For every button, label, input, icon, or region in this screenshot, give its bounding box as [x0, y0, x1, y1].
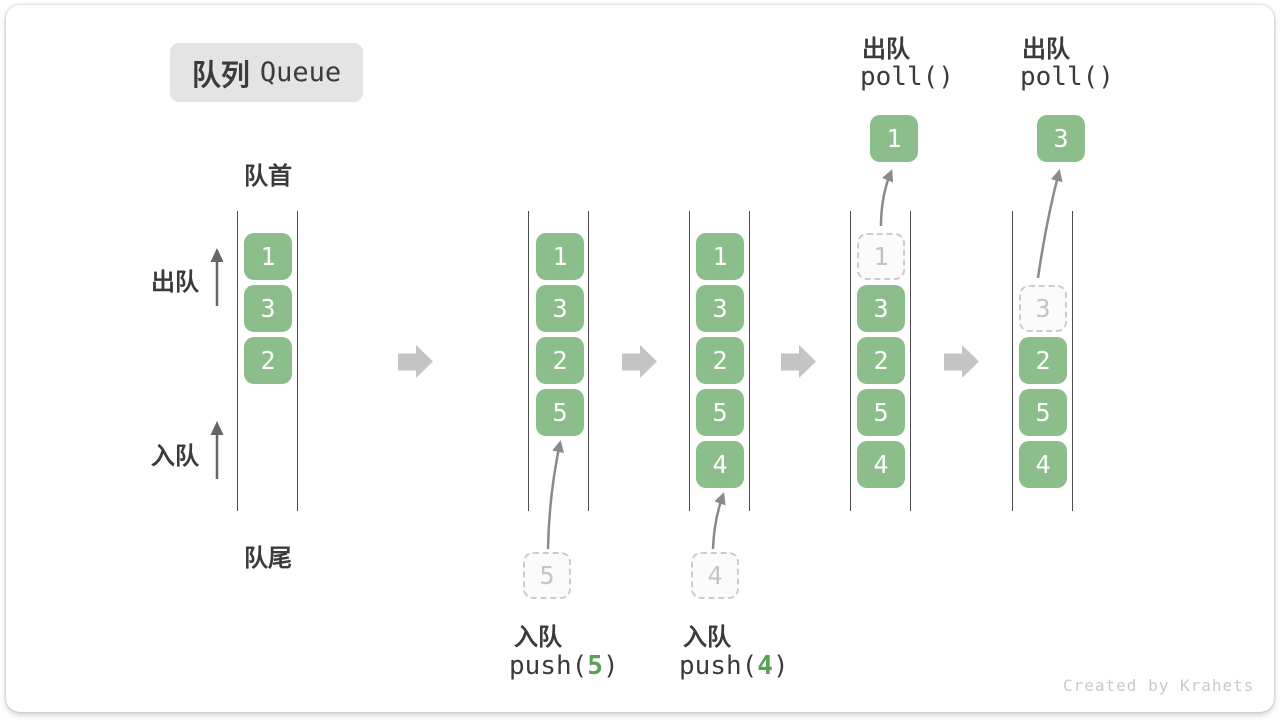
queue-item: 2: [696, 337, 744, 384]
label-queue-front: 队首: [244, 163, 292, 190]
queue-item: 5: [857, 389, 905, 436]
label-queue-rear: 队尾: [244, 545, 292, 572]
watermark: Created by Krahets: [1063, 676, 1255, 695]
title-en: Queue: [259, 57, 342, 88]
queue-item: 4: [857, 441, 905, 488]
push4-code: push(4): [679, 651, 789, 681]
push5-close: ): [602, 651, 619, 681]
poll1-code: poll(): [860, 62, 954, 92]
push5-label: 入队: [514, 624, 562, 651]
title-zh: 队列: [191, 59, 250, 92]
label-enqueue-side: 入队: [151, 443, 199, 470]
poll3-label: 出队: [1022, 36, 1070, 63]
queue-item: 1: [696, 233, 744, 280]
pending-item: 4: [691, 552, 739, 599]
queue-item: 3: [244, 285, 292, 332]
queue-item: 2: [1019, 337, 1067, 384]
queue-channel-state-3: [689, 211, 750, 511]
queue-channel-state-2: [528, 211, 589, 511]
push4-label: 入队: [683, 624, 731, 651]
polled-item: 1: [870, 115, 918, 162]
queue-item: 1: [244, 233, 292, 280]
title-badge: 队列 Queue: [170, 43, 363, 102]
polled-item: 3: [1037, 115, 1085, 162]
queue-item: 3: [696, 285, 744, 332]
push5-arg: 5: [587, 651, 603, 681]
push5-code: push(5): [509, 651, 619, 681]
state-transition-arrow-icon: [944, 345, 979, 378]
queue-item: 5: [696, 389, 744, 436]
push5-fn: push(: [509, 651, 588, 681]
pending-item: 5: [523, 552, 571, 599]
push4-arg: 4: [757, 651, 773, 681]
queue-item: 5: [536, 389, 584, 436]
queue-item: 3: [857, 285, 905, 332]
queue-item: 2: [857, 337, 905, 384]
queue-item: 4: [696, 441, 744, 488]
queue-item: 3: [536, 285, 584, 332]
queue-channel-state-4: [850, 211, 911, 511]
push4-close: ): [772, 651, 789, 681]
poll1-label: 出队: [862, 36, 910, 63]
queue-item: 2: [536, 337, 584, 384]
queue-channel-state-5: [1012, 211, 1073, 511]
queue-item: 1: [536, 233, 584, 280]
state-transition-arrow-icon: [398, 345, 433, 378]
queue-item: 2: [244, 337, 292, 384]
queue-item: 4: [1019, 441, 1067, 488]
queue-channel-state-1: [237, 211, 298, 511]
removed-item: 1: [857, 233, 905, 280]
queue-item: 5: [1019, 389, 1067, 436]
state-transition-arrow-icon: [781, 345, 816, 378]
state-transition-arrow-icon: [622, 345, 657, 378]
removed-item: 3: [1019, 285, 1067, 332]
label-dequeue-side: 出队: [151, 269, 199, 296]
poll3-code: poll(): [1020, 62, 1114, 92]
push4-fn: push(: [679, 651, 758, 681]
